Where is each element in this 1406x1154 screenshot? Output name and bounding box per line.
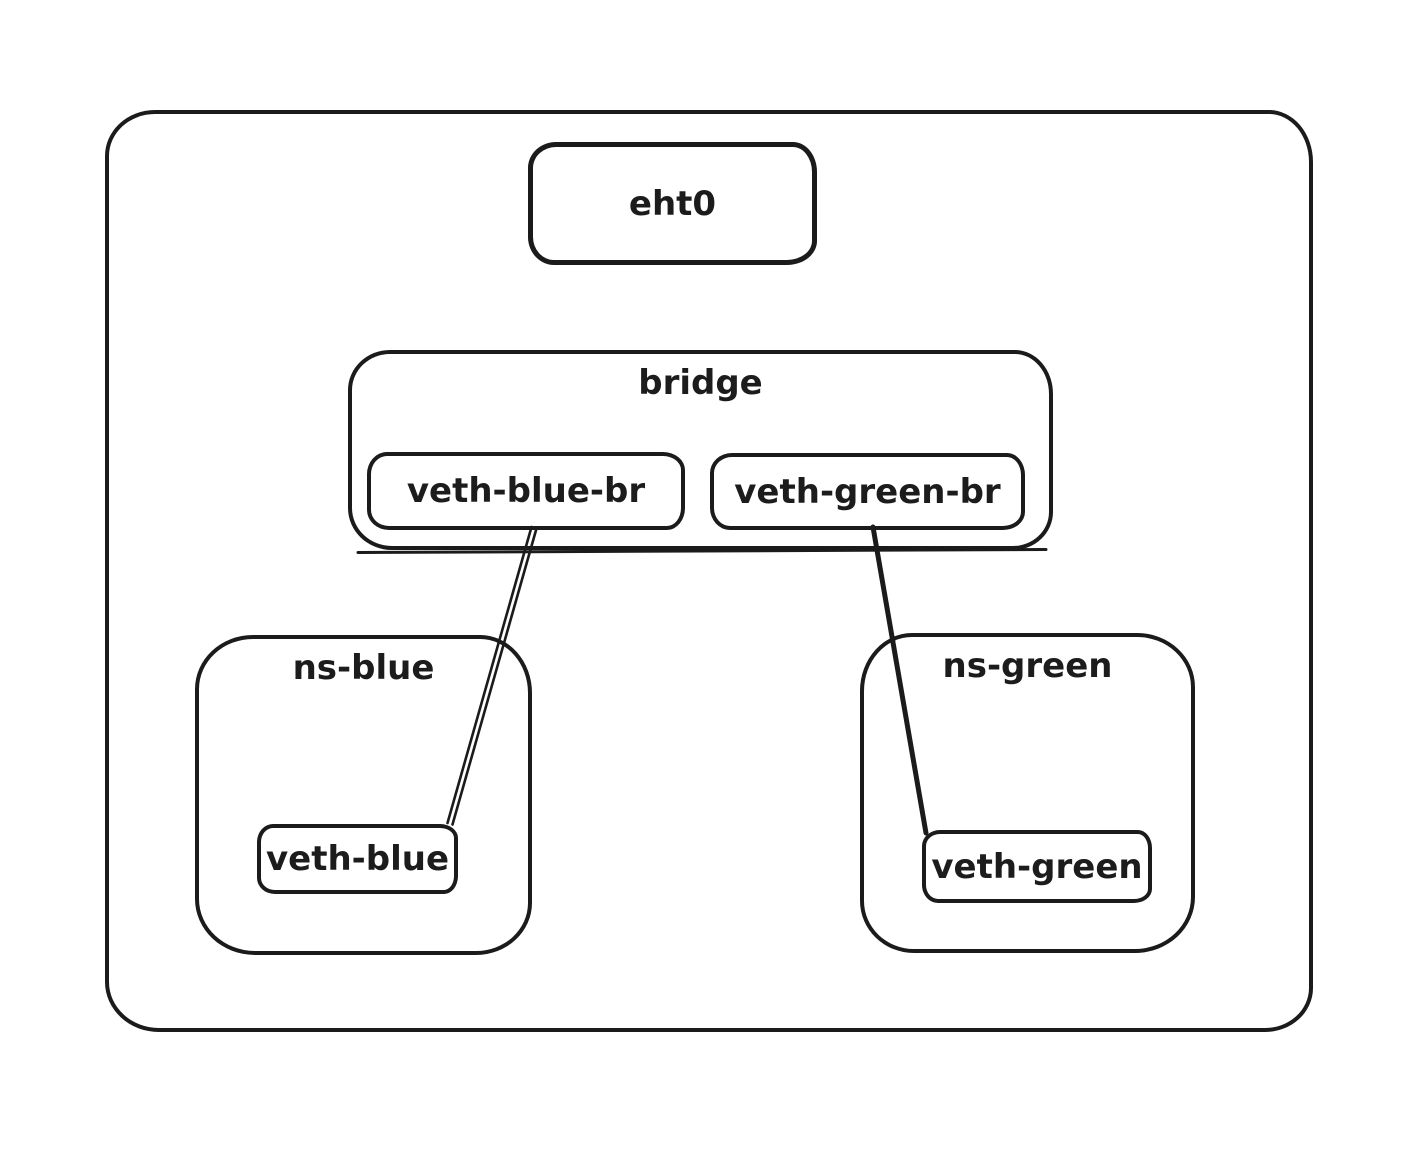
node-eth0-box: eht0 — [528, 142, 817, 265]
node-veth-green-label: veth-green — [931, 846, 1143, 887]
node-veth-blue-br-label: veth-blue-br — [406, 471, 646, 511]
node-veth-green-br-label: veth-green-br — [734, 471, 1001, 512]
node-veth-green-box: veth-green — [922, 830, 1152, 903]
node-ns-green-label: ns-green — [942, 646, 1113, 686]
node-bridge-label: bridge — [638, 363, 763, 403]
node-eth0-label: eht0 — [628, 183, 717, 224]
node-ns-blue-box: ns-blue — [195, 635, 532, 955]
node-ns-green-box: ns-green — [860, 633, 1195, 953]
node-veth-blue-label: veth-blue — [265, 839, 450, 879]
node-veth-blue-br-box: veth-blue-br — [367, 452, 685, 530]
node-veth-green-br-box: veth-green-br — [710, 453, 1025, 530]
node-ns-blue-label: ns-blue — [292, 648, 435, 688]
node-host-box — [105, 110, 1313, 1032]
node-veth-blue-box: veth-blue — [257, 824, 458, 894]
